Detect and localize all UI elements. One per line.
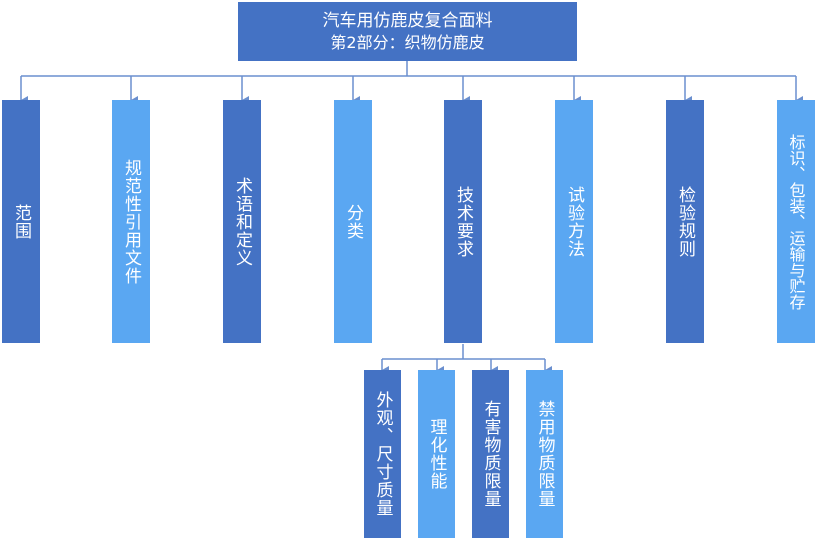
tech-req-prohibited-substances-label: 禁用物质限量 [534,400,555,508]
section-scope: 范围 [2,100,40,343]
tech-req-physical-chemical: 理化性能 [418,370,455,538]
tech-req-appearance-size-label: 外观、尺寸质量 [372,391,393,517]
section-terms-definitions-label: 术语和定义 [232,176,252,267]
section-scope-label: 范围 [11,203,31,240]
section-classification: 分类 [334,100,372,343]
section-technical-requirements: 技术要求 [444,100,482,343]
section-inspection-rules-label: 检验规则 [675,185,695,258]
root-title-box: 汽车用仿鹿皮复合面料 第2部分：织物仿鹿皮 [238,2,577,61]
section-marking-packaging: 标识、包装、运输与贮存 [777,100,815,343]
root-title-line1: 汽车用仿鹿皮复合面料 [322,10,493,31]
section-normative-references-label: 规范性引用文件 [121,158,141,285]
section-test-methods-label: 试验方法 [564,185,584,258]
section-normative-references: 规范性引用文件 [112,100,150,343]
section-technical-requirements-label: 技术要求 [453,185,473,258]
root-title-line2: 第2部分：织物仿鹿皮 [330,32,485,52]
tech-req-harmful-substances: 有害物质限量 [472,370,509,538]
section-classification-label: 分类 [343,203,363,240]
section-test-methods: 试验方法 [555,100,593,343]
tech-req-appearance-size: 外观、尺寸质量 [364,370,401,538]
tech-req-physical-chemical-label: 理化性能 [426,418,447,490]
section-inspection-rules: 检验规则 [666,100,704,343]
section-terms-definitions: 术语和定义 [223,100,261,343]
tech-req-prohibited-substances: 禁用物质限量 [526,370,563,538]
section-marking-packaging-label: 标识、包装、运输与贮存 [786,133,806,310]
tech-req-harmful-substances-label: 有害物质限量 [480,400,501,508]
